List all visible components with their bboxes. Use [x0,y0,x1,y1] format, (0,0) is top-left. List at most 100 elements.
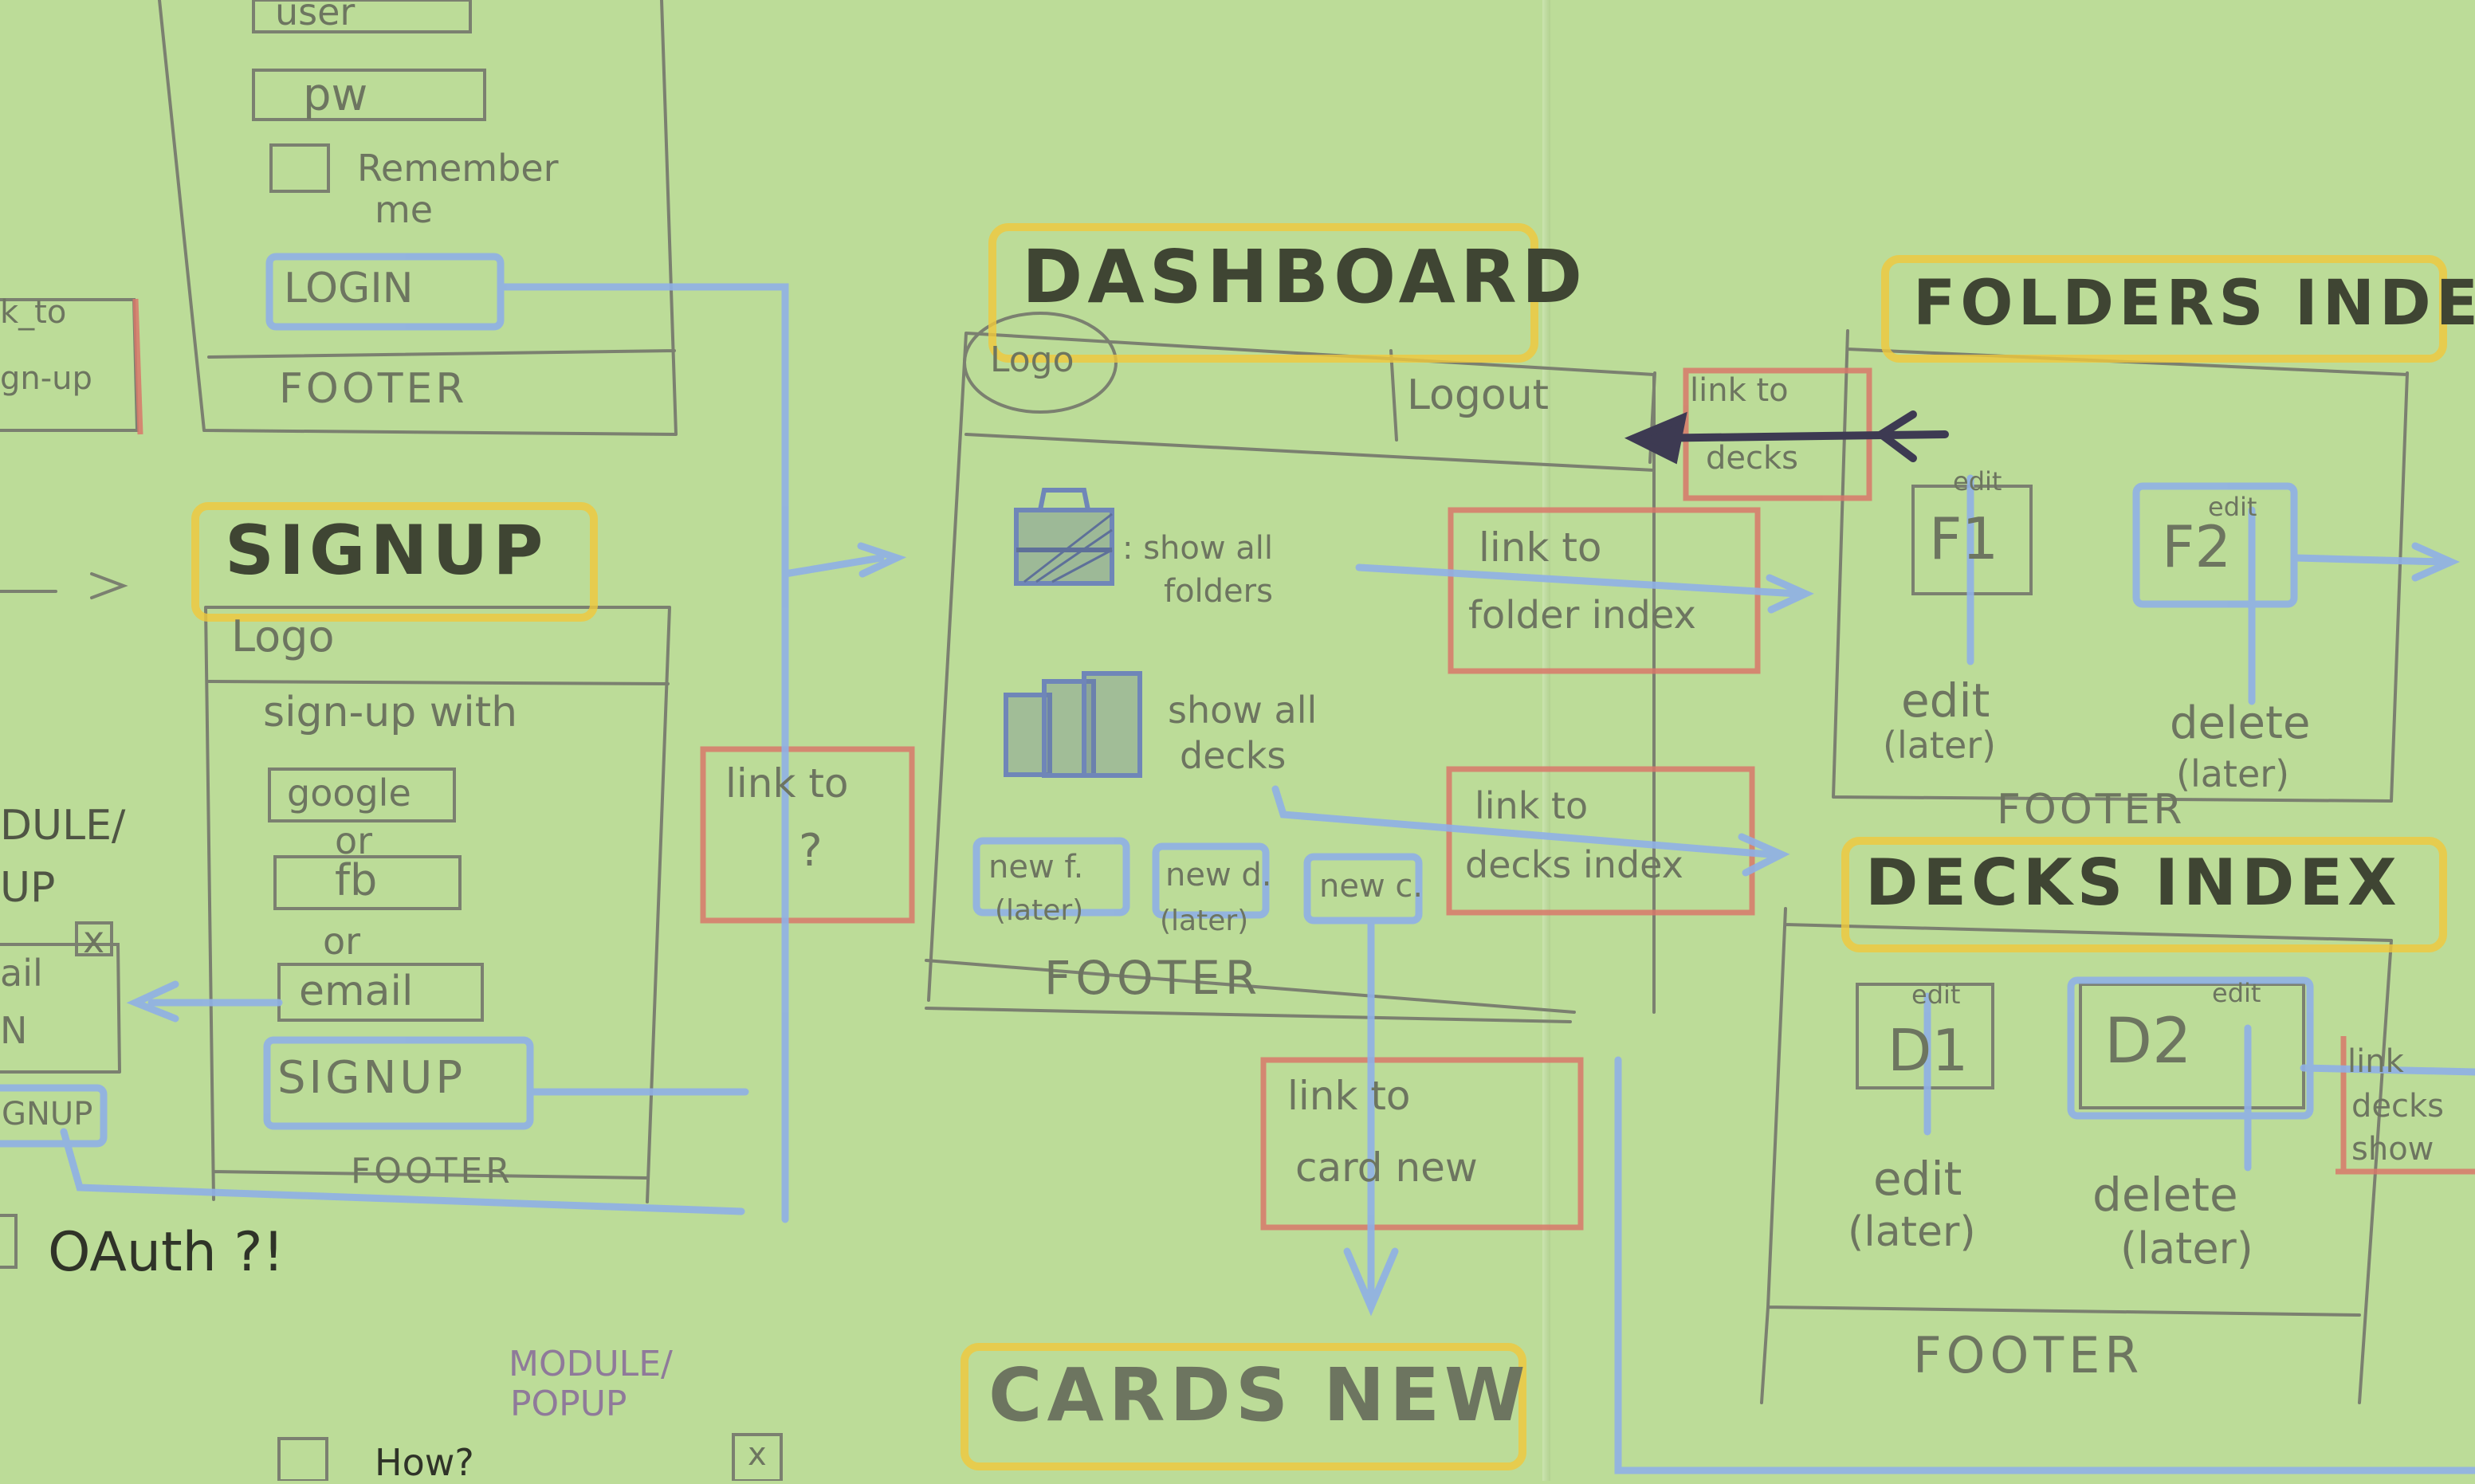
link-card-new-1[interactable]: link to [1287,1073,1411,1119]
connector-login-to-dashboard [498,283,789,1223]
red-box-link-unknown [700,746,915,924]
arrow-head-email-module [126,980,179,1023]
link-folder-index-1[interactable]: link to [1479,524,1602,571]
popup-close-box [732,1433,783,1481]
remember-label-2: me [375,188,434,231]
link-decks-index-2[interactable]: decks index [1465,843,1683,886]
module-left-title-2: UP [0,864,56,912]
signup-google-option[interactable]: google [287,771,411,815]
blue-new-card [1303,853,1423,925]
new-deck-button[interactable]: new d. [1165,857,1272,893]
connector-decks-side [2300,1064,2475,1076]
oauth-note: OAuth ?! [48,1221,285,1284]
connector-f2-right [2292,554,2447,566]
connector-folders-to-index [1355,563,1801,598]
folder-icon [1014,488,1114,586]
dashboard-link-decks-2: decks [1706,440,1798,477]
decks-side-link-3[interactable]: show [2351,1131,2434,1168]
module-left-fragment: N [0,1009,28,1052]
folder-f1[interactable]: F1 [1929,505,1999,572]
deck-d1[interactable]: D1 [1888,1017,1969,1084]
new-folder-button[interactable]: new f. [988,849,1084,885]
popup-close[interactable]: x [748,1436,767,1473]
module-left-close-box [75,921,113,956]
module-left-frame [0,943,121,1074]
link-to-unknown-question: ? [799,825,823,877]
signup-or-2: or [323,920,361,963]
remember-checkbox [269,143,330,193]
dashboard-frame [925,332,1656,1023]
login-frame [158,0,678,436]
dashboard-link-decks-1: link to [1690,372,1789,409]
dashboard-footer: FOOTER [1044,951,1263,1005]
signup-logo: Logo [231,611,335,662]
dashboard-logout[interactable]: Logout [1407,371,1550,419]
blue-new-folder [972,837,1130,917]
deck-d2[interactable]: D2 [2104,1006,2192,1078]
folder-f1-edit-tag[interactable]: edit [1953,466,2002,497]
folder-f2[interactable]: F2 [2162,513,2232,580]
login-user-field-label: user [275,0,356,33]
module-left-email: ail [0,952,43,995]
show-all-decks-2: decks [1180,734,1287,777]
folders-edit-label: edit [1901,673,1990,728]
popup-title-2: POPUP [510,1384,627,1424]
dark-marker-arrow-line [1638,430,1949,442]
decks-delete-label: delete [2092,1168,2238,1222]
connector-main-vertical [781,554,885,578]
show-all-decks-1: show all [1168,689,1318,732]
new-card-button[interactable]: new c. [1319,868,1424,905]
blue-deck-d2 [2067,976,2314,1120]
folders-frame [1832,329,2409,803]
cards-title-highlight [961,1343,1526,1470]
signup-button[interactable]: SIGNUP [277,1052,466,1104]
deck-d2-edit-tag[interactable]: edit [2212,978,2261,1008]
module-left-signup-button[interactable]: GNUP [2,1096,93,1133]
folders-index-title: FOLDERS INDEX [1913,268,2475,340]
left-link-text-2: gn-up [0,360,92,397]
dashboard-logo: Logo [990,340,1074,380]
signup-with-label: sign-up with [263,689,518,736]
arrow-head-decks-index [1738,833,1790,877]
signup-fb-option[interactable]: fb [335,855,378,905]
link-decks-index-1[interactable]: link to [1475,784,1589,827]
folders-title-highlight [1881,255,2447,363]
login-user-field [252,0,472,33]
login-button[interactable]: LOGIN [284,265,414,312]
module-left-close[interactable]: x [83,918,105,961]
deck-d1-edit-tag[interactable]: edit [1911,980,1961,1010]
oauth-box [0,1214,18,1269]
signup-email-option[interactable]: email [299,968,414,1015]
folder-f2-edit-tag[interactable]: edit [2208,492,2257,522]
left-link-text-1: k_to [0,294,67,331]
folders-edit-later: (later) [1883,724,1997,767]
deck-d2-box [2079,983,2305,1109]
blue-new-deck [1152,842,1270,919]
red-box-link-card-new [1260,1057,1584,1231]
show-all-folders-2: folders [1164,573,1273,610]
folders-delete-label: delete [2170,697,2311,749]
link-card-new-2[interactable]: card new [1295,1144,1478,1191]
cards-new-title: CARDS NEW [988,1352,1530,1438]
arrow-head-dashboard [857,542,907,578]
connector-decks-to-index [1271,785,1774,858]
popup-box [277,1437,328,1481]
signup-or-1: or [335,819,373,862]
dashboard-title-highlight [988,223,1538,363]
blue-login-button [265,253,505,331]
decks-edit-later: (later) [1848,1208,1976,1256]
decks-side-link-2[interactable]: decks [2351,1088,2444,1125]
remember-label: Remember [357,147,559,190]
decks-side-link-1[interactable]: link [2347,1043,2404,1080]
login-pw-field [252,69,486,121]
decks-icon [1004,671,1142,778]
arrow-head-card-new [1343,1247,1399,1317]
signup-title: SIGNUP [225,511,548,591]
signup-email-field [277,963,484,1022]
new-deck-later: (later) [1160,905,1249,937]
signup-google-field [268,768,456,822]
blue-signup-button [263,1036,534,1130]
link-folder-index-2[interactable]: folder index [1468,593,1696,638]
